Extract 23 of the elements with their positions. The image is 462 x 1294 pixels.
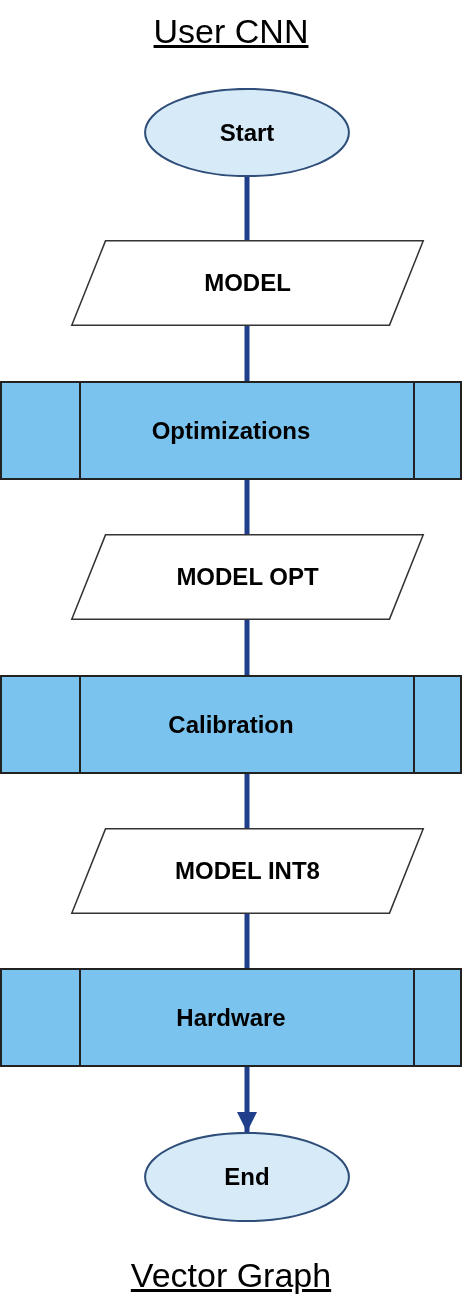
data-parallelogram <box>70 240 425 326</box>
predefined-process-box <box>0 381 462 480</box>
diagram-caption: Vector Graph <box>129 1255 333 1294</box>
data-parallelogram <box>70 534 425 620</box>
connector-line <box>244 620 250 675</box>
connector-line <box>244 774 250 828</box>
diagram-title: User CNN <box>152 11 310 52</box>
predefined-process-box <box>0 968 462 1067</box>
arrow <box>237 1067 257 1132</box>
data-parallelogram <box>70 828 425 914</box>
predefined-process-box <box>0 675 462 774</box>
connector-line <box>244 326 250 381</box>
connector-line <box>244 914 250 968</box>
node-label: Hardware <box>176 1002 286 1033</box>
node-label: MODEL <box>204 268 291 298</box>
connector-line <box>244 177 250 240</box>
connector-line <box>244 480 250 534</box>
node-label: Calibration <box>168 709 294 740</box>
node-label: MODEL OPT <box>176 562 319 592</box>
node-label: Start <box>219 117 275 148</box>
node-label: MODEL INT8 <box>175 856 320 886</box>
node-label: Optimizations <box>151 415 311 446</box>
node-label: End <box>224 1162 270 1192</box>
